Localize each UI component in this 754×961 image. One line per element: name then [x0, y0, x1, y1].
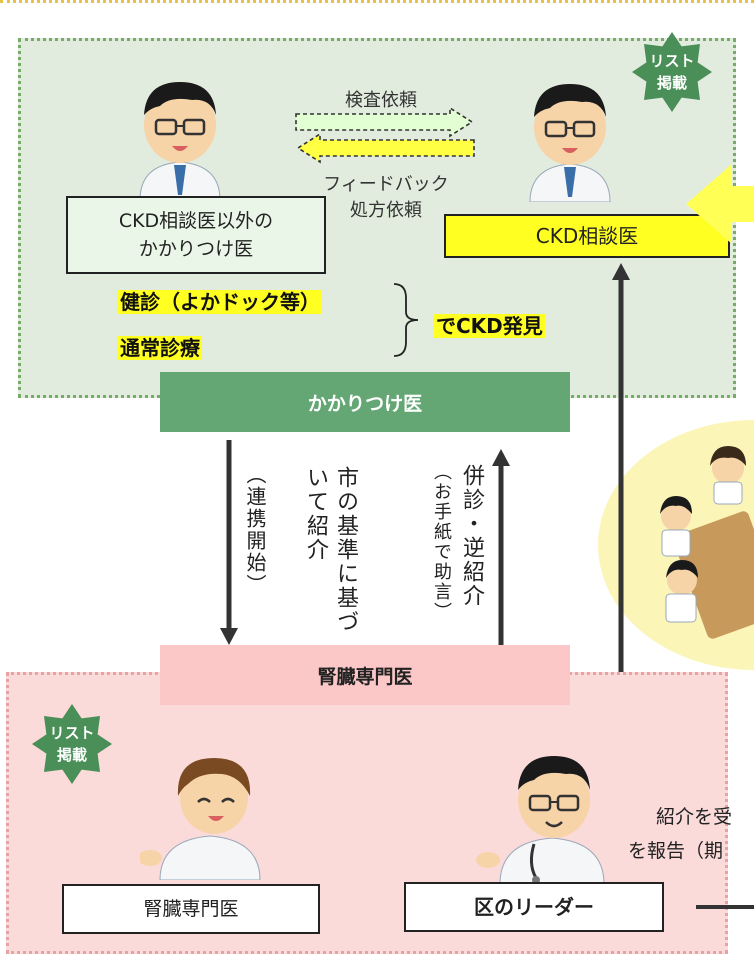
consultant-doctor-illustration	[529, 84, 611, 202]
ckd-found-label-wrap: でCKD発見	[434, 310, 545, 339]
side-text-1: 紹介を受	[656, 806, 733, 828]
side-connector-line	[696, 905, 754, 909]
nephrologist-illustration	[140, 758, 261, 880]
badge-line2: 掲載	[656, 74, 687, 92]
leader-doctor-illustration	[476, 756, 605, 884]
ckd-found-label: でCKD発見	[434, 314, 545, 338]
referral-down-arrow	[220, 440, 238, 645]
referral-down-main: 市の基準に基づいて紹介	[303, 466, 358, 634]
gp-box-line1: CKD相談医以外の	[118, 210, 274, 232]
badge-line1: リスト	[49, 724, 95, 742]
feedback-arrow	[296, 132, 475, 164]
request-label: 検査依頼	[345, 90, 417, 111]
list-badge-top: リスト 掲載	[632, 32, 712, 112]
gp-doctor-illustration	[139, 82, 221, 200]
nephrologist-box: 腎臓専門医	[62, 884, 320, 934]
request-arrow	[295, 108, 474, 138]
referral-up-sub: （お手紙で助言）	[431, 462, 452, 622]
nephrologist-bar: 腎臓専門医	[160, 645, 570, 705]
ckd-consultant-box: CKD相談医	[444, 214, 730, 258]
referral-down-sub: （連携開始）	[243, 464, 267, 596]
side-text-2: を報告（期	[628, 840, 724, 862]
top-dotted-border	[0, 0, 754, 3]
incoming-yellow-arrow	[686, 164, 754, 244]
list-badge-bottom: リスト 掲載	[32, 704, 112, 784]
referral-up-main: 併診・逆紹介	[459, 464, 484, 608]
routine-label-wrap: 通常診療	[118, 332, 202, 361]
routine-label: 通常診療	[118, 336, 202, 360]
gp-box: CKD相談医以外の かかりつけ医	[66, 196, 326, 274]
family-doctor-bar: かかりつけ医	[160, 372, 570, 432]
meeting-illustration	[598, 420, 754, 670]
prescription-label: 処方依頼	[350, 200, 422, 221]
gp-box-line2: かかりつけ医	[138, 238, 254, 260]
leader-box: 区のリーダー	[404, 882, 664, 932]
badge-line1: リスト	[649, 52, 695, 70]
exchange-arrows	[295, 108, 475, 164]
checkup-label-wrap: 健診（よかドック等）	[118, 286, 322, 315]
badge-line2: 掲載	[56, 746, 87, 764]
feedback-label: フィードバック	[323, 174, 449, 195]
referral-up-arrow	[492, 449, 510, 646]
checkup-label: 健診（よかドック等）	[118, 290, 322, 314]
curly-brace	[393, 283, 419, 357]
